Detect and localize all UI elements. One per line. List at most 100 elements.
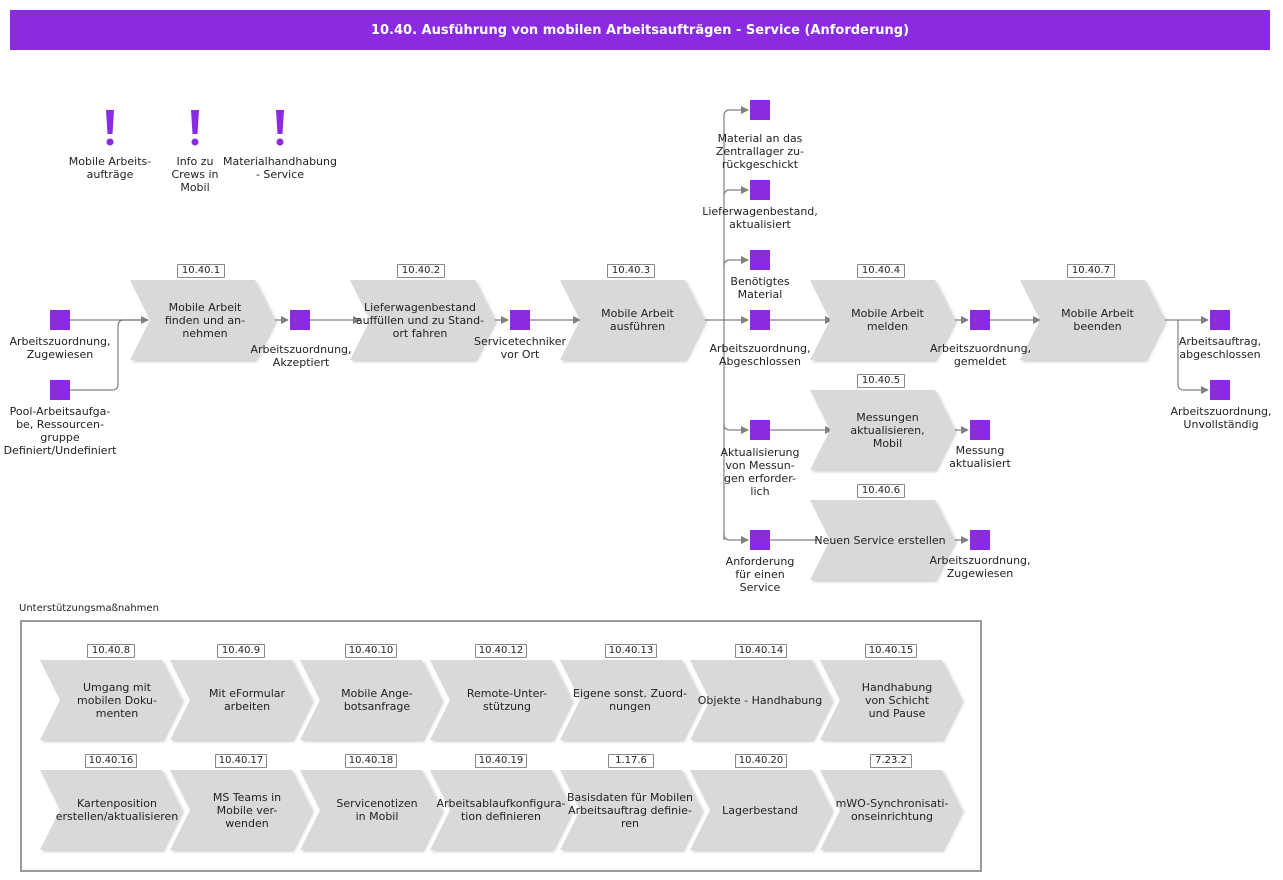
exclamation-icon <box>191 138 199 146</box>
support-process-shape <box>430 660 572 740</box>
process-label: mWO-Synchronisati- onseinrichtung <box>835 797 949 823</box>
process-id: 1.17.6 <box>608 754 654 768</box>
support-process-shape <box>690 660 832 740</box>
support-process-shape <box>560 660 702 740</box>
support-process-shape <box>820 660 962 740</box>
event-square <box>750 180 770 200</box>
process-label: Mobile Arbeit melden <box>851 307 924 333</box>
process-label: Mit eFormular arbeiten <box>208 687 286 713</box>
process-label: Neuen Service erstellen <box>814 533 946 547</box>
process-label: Lagerbestand <box>722 803 798 817</box>
support-process-shape <box>560 770 702 850</box>
event-label: Arbeitszuordnung, Akzeptiert <box>250 343 352 369</box>
exclamation-icon <box>106 138 114 146</box>
event-label: Material an das Zentrallager zu- rückges… <box>715 132 805 171</box>
process-id: 10.40.18 <box>345 754 397 768</box>
process-id: 10.40.5 <box>857 374 905 388</box>
process-label: Arbeitsablaufkonfigura- tion definieren <box>436 797 566 823</box>
event-square <box>750 100 770 120</box>
exclamation-icon <box>106 110 114 134</box>
event-label: Arbeitszuordnung, Zugewiesen <box>9 335 111 361</box>
exclamation-icon <box>191 110 199 134</box>
process-id: 10.40.13 <box>605 644 657 658</box>
connector-arrow <box>723 533 749 544</box>
event-square <box>1210 380 1230 400</box>
connector-arrow <box>723 186 749 197</box>
process-id: 10.40.19 <box>475 754 527 768</box>
event-square <box>50 310 70 330</box>
process-label: Mobile Arbeit ausführen <box>601 307 674 333</box>
event-label: Pool-Arbeitsaufga- be, Ressourcen- grupp… <box>3 405 117 457</box>
event-label: Anforderung für einen Service <box>725 555 795 594</box>
process-shape <box>810 390 955 470</box>
support-process-shape <box>40 770 182 850</box>
process-id: 10.40.3 <box>607 264 655 278</box>
process-id: 10.40.16 <box>85 754 137 768</box>
process-shape <box>810 280 955 360</box>
process-label: Mobile Ange- botsanfrage <box>341 687 413 713</box>
event-square <box>970 420 990 440</box>
process-id: 10.40.4 <box>857 264 905 278</box>
process-label: Objekte - Handhabung <box>697 693 823 707</box>
process-label: Lieferwagenbestand auffüllen und zu Stan… <box>355 300 485 340</box>
connector-arrow <box>723 106 749 117</box>
support-process-shape <box>300 660 442 740</box>
event-square <box>750 420 770 440</box>
process-label: Basisdaten für Mobilen Arbeitsauftrag de… <box>567 790 693 830</box>
event-square <box>750 250 770 270</box>
event-label: Servicetechniker vor Ort <box>473 335 567 361</box>
event-label: Messung aktualisiert <box>949 444 1011 470</box>
event-square <box>750 530 770 550</box>
process-shape <box>130 280 275 360</box>
event-label: Lieferwagenbestand, aktualisiert <box>702 205 818 231</box>
exclamation-icon <box>276 110 284 134</box>
support-process-shape <box>690 770 832 850</box>
process-id: 10.40.15 <box>865 644 917 658</box>
event-label: Arbeitszuordnung, Abgeschlossen <box>709 342 811 368</box>
process-label: Umgang mit mobilen Doku- menten <box>77 680 157 720</box>
event-label: Arbeitszuordnung, Unvollständig <box>1170 405 1272 431</box>
event-square <box>1210 310 1230 330</box>
process-label: Handhabung von Schicht und Pause <box>861 680 933 720</box>
connector-arrow <box>723 256 749 267</box>
process-label: Mobile Arbeit beenden <box>1061 307 1134 333</box>
process-id: 7.23.2 <box>870 754 912 768</box>
event-square <box>510 310 530 330</box>
trigger-label: Info zu Crews in Mobil <box>171 155 219 194</box>
event-square <box>290 310 310 330</box>
trigger-label: Materialhandhabung - Service <box>223 155 337 181</box>
exclamation-icon <box>276 138 284 146</box>
support-process-shape <box>300 770 442 850</box>
process-shape <box>810 500 955 580</box>
trigger-label: Mobile Arbeits- aufträge <box>68 155 152 181</box>
process-shape <box>350 280 495 360</box>
support-frame <box>20 620 982 872</box>
process-id: 10.40.17 <box>215 754 267 768</box>
process-id: 10.40.2 <box>397 264 445 278</box>
process-label: Messungen aktualisieren, Mobil <box>850 410 925 450</box>
event-square <box>750 310 770 330</box>
connector-lines <box>70 106 1209 544</box>
process-id: 10.40.12 <box>475 644 527 658</box>
process-label: Kartenposition erstellen/aktualisieren <box>55 797 179 823</box>
process-shape <box>1020 280 1165 360</box>
process-label: Eigene sonst. Zuord- nungen <box>573 687 687 713</box>
event-label: Aktualisierung von Messun- gen erforder-… <box>720 446 800 498</box>
process-label: Remote-Unter- stützung <box>466 687 548 713</box>
process-id: 10.40.14 <box>735 644 787 658</box>
event-label: Arbeitszuordnung, gemeldet <box>930 342 1032 368</box>
support-process-shape <box>40 660 182 740</box>
process-label: MS Teams in Mobile ver- wenden <box>212 790 282 830</box>
process-shape <box>560 280 705 360</box>
connector-line <box>70 319 148 391</box>
event-label: Arbeitszuordnung, Zugewiesen <box>929 554 1031 580</box>
connector-arrow <box>723 423 749 434</box>
event-square <box>970 530 990 550</box>
process-id: 10.40.20 <box>735 754 787 768</box>
event-label: Benötigtes Material <box>730 275 790 301</box>
process-id: 10.40.7 <box>1067 264 1115 278</box>
event-square <box>50 380 70 400</box>
process-label: Mobile Arbeit finden und an- nehmen <box>164 300 246 340</box>
process-id: 10.40.9 <box>217 644 265 658</box>
